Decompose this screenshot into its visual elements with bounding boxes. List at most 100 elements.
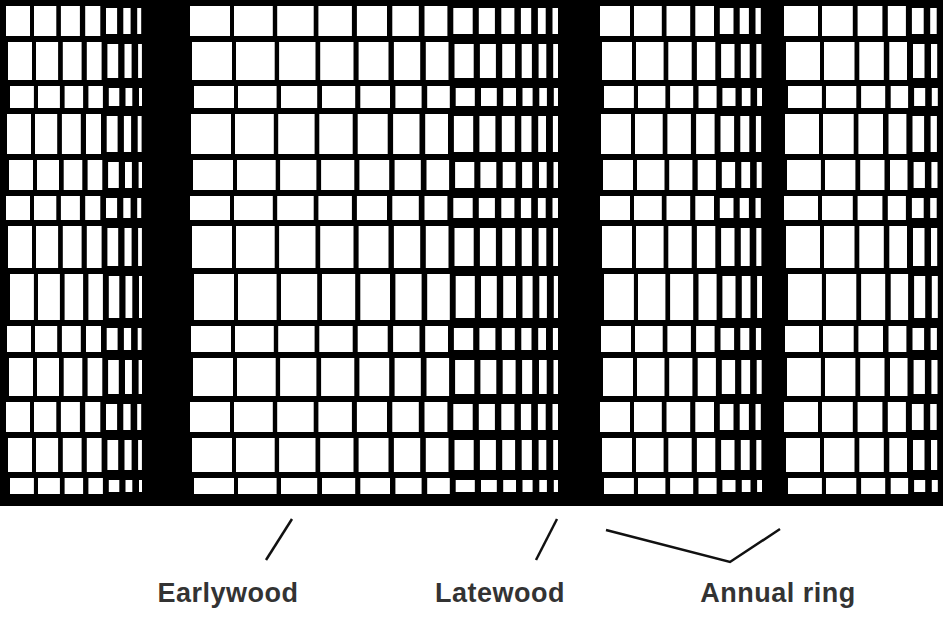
wood-cell (538, 8, 546, 34)
wood-cell (740, 116, 749, 152)
wood-cell (914, 88, 925, 106)
wood-cell (826, 478, 856, 494)
wood-cell (914, 360, 925, 394)
wood-cell (695, 196, 714, 220)
wood-cell (65, 478, 84, 494)
wood-cell (858, 326, 883, 352)
wood-cell (359, 42, 389, 80)
wood-cell (61, 196, 80, 220)
wood-cell (521, 116, 531, 152)
wood-cell (670, 274, 693, 320)
wood-cell (106, 8, 117, 34)
wood-cell (538, 328, 546, 350)
wood-cell (87, 226, 102, 268)
wood-cell (7, 326, 31, 352)
wood-cell (34, 402, 56, 432)
wood-cell (822, 196, 853, 220)
wood-cell (932, 480, 938, 492)
wood-cell (523, 88, 533, 106)
wood-cell (912, 404, 924, 430)
wood-cell (858, 6, 883, 36)
wood-cell (455, 228, 474, 266)
wood-cell (891, 86, 908, 108)
wood-cell (539, 360, 547, 394)
wood-cell (480, 360, 496, 394)
wood-cell (62, 114, 81, 154)
wood-cell (360, 86, 390, 108)
wood-cell (480, 162, 496, 188)
wood-cell (321, 160, 354, 190)
wood-cell (722, 480, 735, 492)
wood-cell (63, 438, 82, 472)
wood-cell (481, 276, 497, 318)
wood-cell (358, 326, 388, 352)
wood-cell (190, 6, 230, 36)
wood-cell (322, 478, 355, 494)
wood-cell (722, 88, 735, 106)
wood-cell (191, 114, 231, 154)
wood-cell (697, 226, 715, 268)
wood-cell (503, 480, 516, 492)
wood-cell (539, 228, 547, 266)
wood-cell (38, 478, 60, 494)
leader-line (536, 519, 557, 560)
wood-cell (721, 44, 734, 78)
wood-cell (236, 42, 275, 80)
wood-cell (635, 114, 663, 154)
part-label: Latewood (435, 578, 565, 609)
wood-cell (740, 198, 749, 218)
wood-cell (913, 228, 925, 266)
wood-cell (393, 114, 419, 154)
wood-cell (360, 478, 390, 494)
wood-cell (125, 44, 132, 78)
wood-cell (107, 328, 118, 350)
wood-cell (37, 160, 59, 190)
wood-cell (137, 8, 141, 34)
wood-cell (502, 44, 515, 78)
wood-cell (357, 402, 387, 432)
wood-cell (106, 404, 117, 430)
wood-cell (85, 6, 100, 36)
wood-cell (741, 228, 750, 266)
wood-cell (502, 440, 515, 470)
wood-cell (858, 114, 883, 154)
wood-cell (668, 42, 691, 80)
wood-cell (740, 404, 749, 430)
wood-cell (125, 360, 132, 394)
wood-cell (638, 274, 665, 320)
wood-cell (426, 42, 449, 80)
wood-cell (88, 160, 103, 190)
wood-cell (123, 404, 130, 430)
wood-cell (322, 86, 355, 108)
wood-cell (392, 402, 419, 432)
wood-cell (553, 440, 558, 470)
wood-cell (930, 198, 937, 218)
wood-cell (137, 404, 141, 430)
wood-cell (636, 438, 664, 472)
wood-cell (126, 480, 133, 492)
wood-cell (395, 358, 421, 396)
wood-cell (36, 438, 58, 472)
wood-cell (124, 328, 131, 350)
wood-cell (785, 326, 819, 352)
wood-cell (603, 358, 633, 396)
wood-cell (601, 114, 631, 154)
wood-cell (757, 480, 762, 492)
wood-cell (480, 44, 496, 78)
wood-cell (756, 198, 761, 218)
wood-cell (539, 44, 547, 78)
wood-cell (859, 226, 884, 268)
wood-cell (740, 328, 749, 350)
wood-cell (34, 6, 56, 36)
wood-cell (667, 114, 691, 154)
wood-cell (318, 196, 352, 220)
wood-cell (8, 438, 32, 472)
wood-cell (479, 8, 495, 34)
wood-cell (138, 440, 142, 470)
wood-cell (394, 226, 420, 268)
wood-cell (87, 42, 102, 80)
wood-cell (63, 42, 82, 80)
wood-cell (638, 86, 665, 108)
wood-cell (8, 42, 32, 80)
wood-cell (279, 226, 315, 268)
